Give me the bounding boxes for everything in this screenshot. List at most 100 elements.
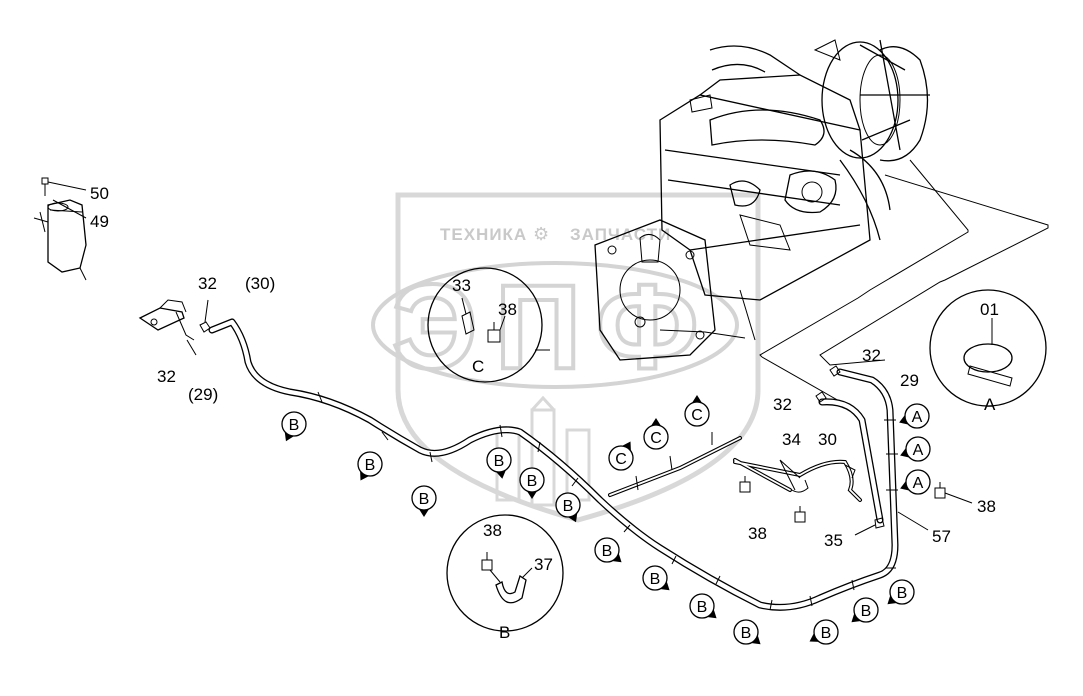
reference-bubble-b13: B <box>887 579 915 605</box>
bubble-letter: B <box>821 625 832 642</box>
label-49: 49 <box>90 212 109 231</box>
detail-view-c <box>427 267 550 383</box>
bubble-letter: B <box>365 457 376 474</box>
reference-bubble-b5: B <box>519 467 545 499</box>
reference-bubble-b3: B <box>411 485 437 517</box>
bubble-letter: C <box>650 430 662 447</box>
bracket-33 <box>461 311 475 335</box>
view-label-c: C <box>472 357 484 376</box>
detail-view-a <box>929 289 1047 407</box>
reference-bubble-c2: C <box>643 418 669 450</box>
bubble-letter: B <box>563 498 574 515</box>
reference-bubble-b1: B <box>281 411 307 442</box>
bubble-letter: A <box>912 409 923 426</box>
reservoir-tank <box>33 177 87 281</box>
bolt-38-b <box>794 506 806 523</box>
label-35: 35 <box>824 531 843 550</box>
bubble-letter: C <box>615 451 627 468</box>
detail-view-b <box>446 514 564 632</box>
label-30-paren: (30) <box>245 274 275 293</box>
bubble-letter: B <box>741 625 752 642</box>
clip-32-right <box>829 365 841 377</box>
bolt-50 <box>41 177 49 196</box>
bubble-letter: B <box>861 603 872 620</box>
label-32-top: 32 <box>198 274 217 293</box>
label-38-b: 38 <box>483 521 502 540</box>
band-clamp-01 <box>963 343 1013 373</box>
label-32-right: 32 <box>862 346 881 365</box>
part-number-labels: 50 49 32 (30) 32 (29) 33 38 01 32 29 32 … <box>90 184 999 574</box>
label-32-left: 32 <box>157 367 176 386</box>
view-label-b: B <box>499 623 510 642</box>
label-34: 34 <box>782 430 801 449</box>
bubble-letter: B <box>289 417 300 434</box>
label-50: 50 <box>90 184 109 203</box>
turbocharger <box>784 170 837 214</box>
clip-32-mid <box>815 391 827 403</box>
intake-manifold <box>709 109 825 146</box>
view-label-a: A <box>984 395 996 414</box>
bolt-38-a <box>739 476 751 493</box>
reference-bubble-b4: B <box>486 447 512 479</box>
bolt-38-detail-c <box>487 322 501 343</box>
label-01: 01 <box>980 300 999 319</box>
bubble-letter: B <box>697 599 708 616</box>
label-38-right: 38 <box>977 497 996 516</box>
label-38-c: 38 <box>498 300 517 319</box>
bubble-letter: A <box>913 475 924 492</box>
bubble-letter: C <box>691 407 703 424</box>
long-hose-inner <box>209 319 898 610</box>
label-29-paren: (29) <box>188 385 218 404</box>
bubble-letter: B <box>897 585 908 602</box>
engine-assembly <box>594 39 930 361</box>
reference-bubble-b9: B <box>689 593 717 619</box>
bubble-letter: B <box>419 491 430 508</box>
gear-icon: ⚙ <box>533 224 549 244</box>
watermark-oval <box>371 261 739 389</box>
engine-block <box>659 94 871 301</box>
reference-bubble-b2: B <box>357 451 383 481</box>
clip-37 <box>495 574 527 604</box>
hose-clamps <box>317 391 898 611</box>
air-intake-pipe <box>709 45 801 76</box>
reference-bubble-b10: B <box>733 619 761 645</box>
bubble-letter: B <box>650 571 661 588</box>
flywheel-housing <box>594 219 716 361</box>
bubble-letter: A <box>913 442 924 459</box>
wire-harness-34 <box>733 458 973 536</box>
reference-bubble-c1: C <box>684 395 710 427</box>
bubble-letter: B <box>494 453 505 470</box>
label-32-mid: 32 <box>773 395 792 414</box>
reference-bubble-a2: A <box>900 436 931 462</box>
label-38-mid: 38 <box>748 524 767 543</box>
label-37: 37 <box>534 555 553 574</box>
reference-bubble-b8: B <box>642 565 670 591</box>
watermark-brand: ТЕХНИКА <box>440 225 527 244</box>
watermark-brand-2: ЗАПЧАСТИ <box>570 225 671 244</box>
watermark-shield <box>395 192 761 523</box>
label-33: 33 <box>452 276 471 295</box>
reference-bubble-a3: A <box>900 469 931 495</box>
label-30: 30 <box>818 430 837 449</box>
label-57: 57 <box>932 527 951 546</box>
view-labels: C A B <box>472 357 996 642</box>
bubble-letter: B <box>527 473 538 490</box>
reference-bubble-c3: C <box>608 441 634 471</box>
reference-bubble-a1: A <box>899 403 930 429</box>
reference-bubble-b11: B <box>809 619 839 645</box>
watermark-letter-f: Ф <box>596 260 698 394</box>
reference-bubble-b7: B <box>594 537 622 563</box>
hose-30-inner <box>819 399 883 523</box>
bolt-38-c <box>934 482 946 499</box>
bolt-38-detail-b <box>481 552 493 571</box>
leader-lines <box>759 159 1049 411</box>
reference-bubble-b12: B <box>851 597 879 623</box>
left-bracket <box>138 299 211 356</box>
wire-harness-c <box>608 432 742 497</box>
label-29: 29 <box>900 371 919 390</box>
watermark-letter-p: П <box>495 260 581 394</box>
reference-bubble-b6: B <box>555 492 581 523</box>
fan-blades <box>859 39 930 162</box>
